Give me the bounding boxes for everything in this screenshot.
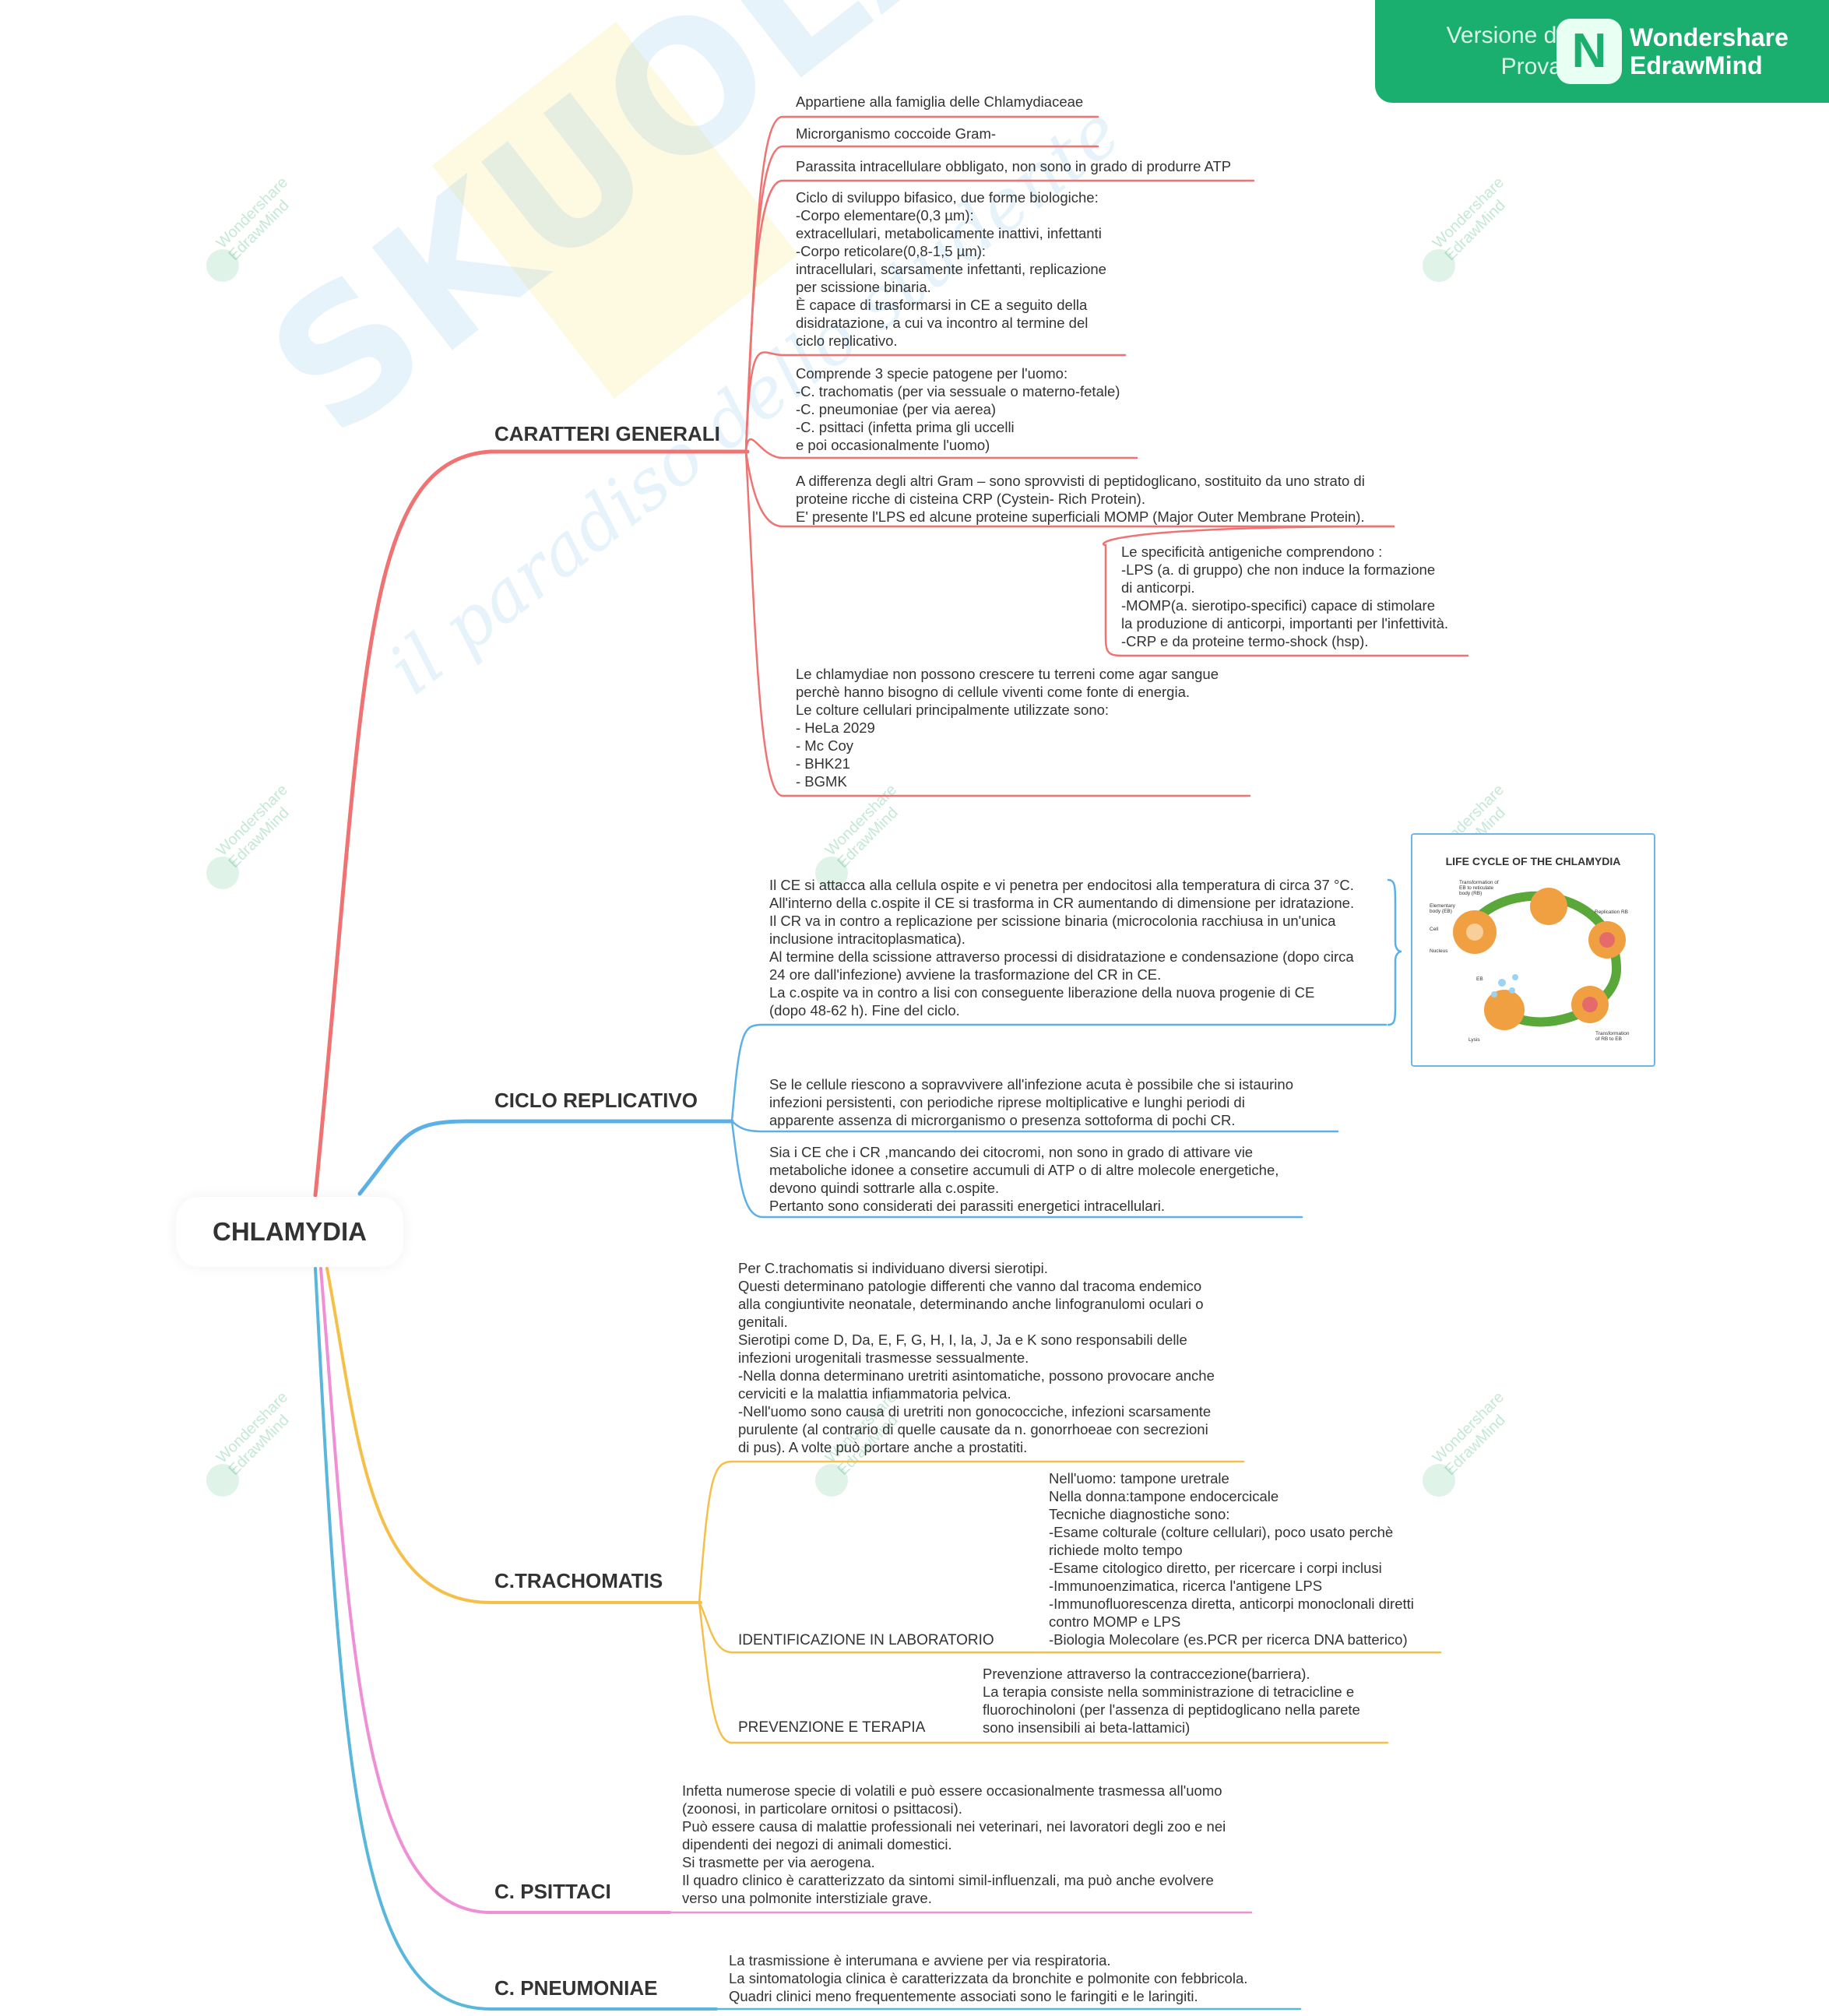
trial-text-line2: Prova bbox=[1500, 54, 1562, 79]
connector-psittaci bbox=[319, 1267, 671, 1914]
edrawmind-watermark-icon bbox=[206, 1464, 239, 1497]
topic-specificita-antigeniche[interactable]: Le specificità antigeniche comprendono :… bbox=[1121, 544, 1448, 649]
lysed-cell-shape bbox=[1484, 990, 1525, 1030]
label-eb: EB bbox=[1476, 976, 1483, 982]
edrawmind-watermark-icon bbox=[815, 857, 848, 889]
connector-leaf bbox=[730, 1120, 1303, 1219]
connector-figure-bracket bbox=[1387, 878, 1402, 1026]
host-cell-shape bbox=[1530, 888, 1567, 925]
branch-psittaci[interactable]: C. PSITTACI bbox=[494, 1880, 611, 1903]
branch-trachomatis[interactable]: C.TRACHOMATIS bbox=[494, 1569, 663, 1592]
brand-name-line2: EdrawMind bbox=[1630, 51, 1763, 79]
topic-fasi-ciclo[interactable]: Il CE si attacca alla cellula ospite e v… bbox=[769, 877, 1355, 1019]
edrawmind-watermark-icon bbox=[815, 1464, 848, 1497]
connector-leaf bbox=[698, 1601, 961, 1744]
connector-leaf bbox=[730, 1023, 1388, 1123]
edrawmind-watermark-icon bbox=[206, 857, 239, 889]
topic-parete-cellulare[interactable]: A differenza degli altri Gram – sono spr… bbox=[796, 473, 1365, 525]
edrawmind-watermark-icon bbox=[1423, 249, 1455, 282]
label-elementary-body: Elementary body (EB) bbox=[1430, 903, 1455, 914]
edrawmind-watermark: Wondershare EdrawMind bbox=[206, 1388, 323, 1515]
edrawmind-watermark: Wondershare EdrawMind bbox=[815, 781, 932, 907]
edrawmind-watermark-icon bbox=[1423, 1464, 1455, 1497]
trial-text-line1: Versione di bbox=[1446, 23, 1562, 48]
central-topic[interactable]: CHLAMYDIA bbox=[176, 1197, 403, 1267]
label-lysis: Lysis bbox=[1468, 1037, 1480, 1043]
connector-leaf bbox=[1102, 525, 1469, 657]
branch-pneumoniae[interactable]: C. PNEUMONIAE bbox=[494, 1976, 658, 2000]
connector-ciclo-replicativo bbox=[357, 1119, 734, 1196]
connector-leaf bbox=[730, 1120, 1339, 1133]
branch-caratteri-generali[interactable]: CARATTERI GENERALI bbox=[494, 422, 720, 445]
topic-colture-cellulari[interactable]: Le chlamydiae non possono crescere tu te… bbox=[796, 666, 1219, 790]
connector-leaf bbox=[744, 438, 1138, 459]
edrawmind-logo-icon: N bbox=[1556, 19, 1622, 84]
connector-leaf bbox=[744, 450, 1251, 797]
topic-parassiti-energetici[interactable]: Sia i CE che i CR ,mancando dei citocrom… bbox=[769, 1144, 1279, 1214]
connector-trachomatis bbox=[325, 1267, 702, 1604]
topic-sierotipi[interactable]: Per C.trachomatis si individuano diversi… bbox=[738, 1260, 1215, 1455]
label-cell: Cell bbox=[1430, 927, 1439, 932]
connector-leaf bbox=[698, 1601, 1047, 1654]
label-replication-rb: Replication RB bbox=[1595, 909, 1628, 915]
brand-name-line1: Wondershare bbox=[1630, 23, 1789, 51]
topic-psittaci-descrizione[interactable]: Infetta numerose specie di volatili e pu… bbox=[682, 1782, 1226, 1906]
inclusion-shape bbox=[1582, 997, 1598, 1012]
topic-infezioni-persistenti[interactable]: Se le cellule riescono a sopravvivere al… bbox=[769, 1076, 1293, 1128]
connector-leaf bbox=[698, 1460, 1245, 1604]
label-transformation-rb-eb: Transformation of RB to EB bbox=[1595, 1031, 1630, 1042]
subtopic-prevenzione-terapia[interactable]: PREVENZIONE E TERAPIA bbox=[738, 1719, 926, 1736]
subtopic-identificazione[interactable]: IDENTIFICAZIONE IN LABORATORIO bbox=[738, 1632, 994, 1648]
edrawmind-watermark: Wondershare EdrawMind bbox=[1423, 174, 1539, 300]
topic-morfologia[interactable]: Microrganismo coccoide Gram- bbox=[796, 125, 997, 142]
connector-caratteri-generali bbox=[313, 449, 750, 1198]
connector-pneumoniae bbox=[314, 1267, 718, 2011]
connector-leaf bbox=[744, 351, 1127, 453]
topic-tecniche-diagnostiche[interactable]: Nell'uomo: tampone uretrale Nella donna:… bbox=[1049, 1470, 1414, 1648]
label-transformation-eb-rb: Transformation of EB to reticulate body … bbox=[1459, 880, 1499, 896]
life-cycle-title: LIFE CYCLE OF THE CHLAMYDIA bbox=[1445, 855, 1621, 867]
topic-parassita[interactable]: Parassita intracellulare obbligato, non … bbox=[796, 158, 1232, 174]
topic-specie-patogene[interactable]: Comprende 3 specie patogene per l'uomo: … bbox=[796, 365, 1120, 453]
nucleus-shape bbox=[1466, 924, 1483, 941]
life-cycle-figure[interactable]: LIFE CYCLE OF THE CHLAMYDIA Transformati… bbox=[1411, 833, 1655, 1067]
edrawmind-watermark: Wondershare EdrawMind bbox=[206, 781, 323, 907]
connector-leaf bbox=[744, 450, 1395, 528]
trial-badge[interactable]: Versione di Prova N Wondershare EdrawMin… bbox=[1375, 0, 1829, 103]
label-nucleus: Nucleus bbox=[1430, 948, 1448, 954]
topic-pneumoniae-descrizione[interactable]: La trasmissione è interumana e avviene p… bbox=[729, 1952, 1248, 2004]
topic-famiglia[interactable]: Appartiene alla famiglia delle Chlamydia… bbox=[796, 93, 1084, 110]
connector-leaf bbox=[744, 179, 1255, 453]
edrawmind-watermark: Wondershare EdrawMind bbox=[206, 174, 323, 300]
edrawmind-watermark: Wondershare EdrawMind bbox=[1423, 1388, 1539, 1515]
life-cycle-illustration bbox=[1453, 888, 1626, 1030]
inclusion-shape bbox=[1599, 932, 1615, 948]
topic-terapia[interactable]: Prevenzione attraverso la contraccezione… bbox=[983, 1666, 1360, 1736]
edrawmind-watermark-icon bbox=[206, 249, 239, 282]
topic-ciclo-bifasico[interactable]: Ciclo di sviluppo bifasico, due forme bi… bbox=[796, 189, 1106, 349]
edrawmind-watermark: Wondershare EdrawMind bbox=[815, 1388, 932, 1515]
branch-ciclo-replicativo[interactable]: CICLO REPLICATIVO bbox=[494, 1089, 698, 1112]
